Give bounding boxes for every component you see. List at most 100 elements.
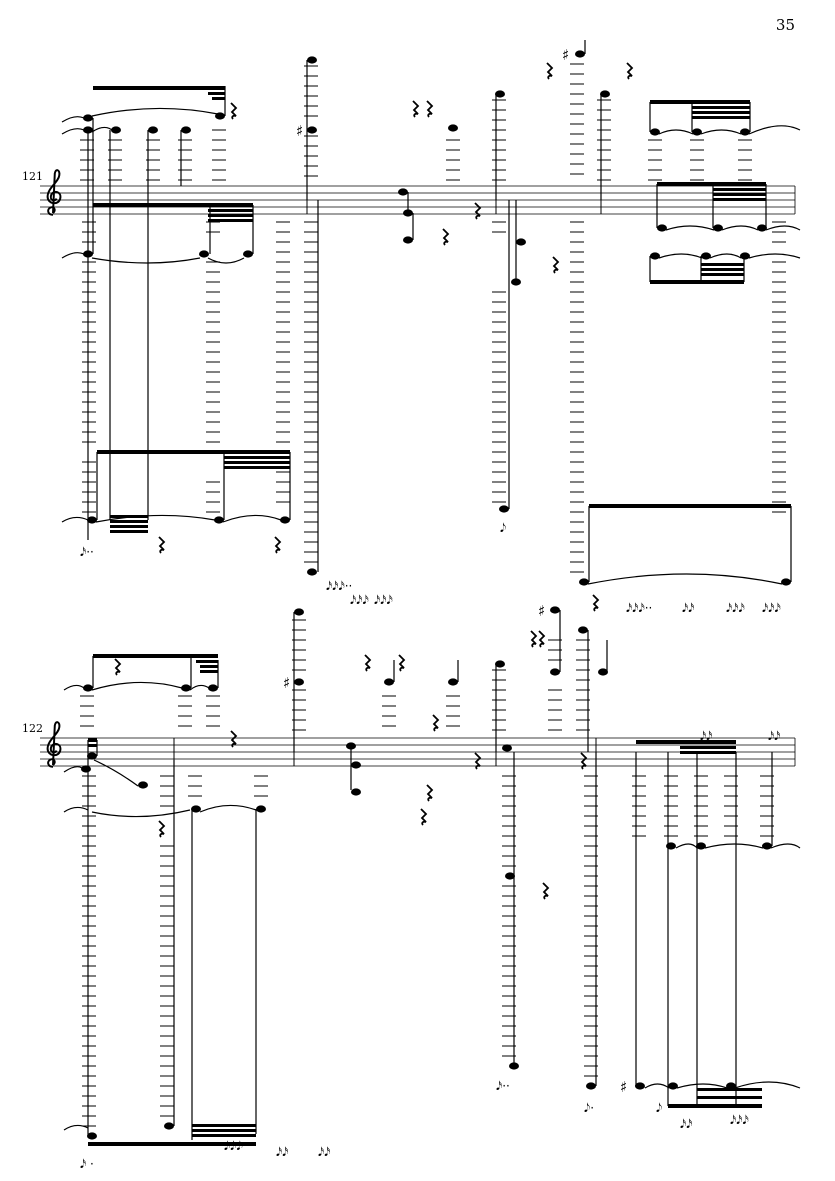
svg-text:𝅘𝅥𝅯𝅘𝅥𝅯𝅘𝅥𝅯: 𝅘𝅥𝅯𝅘𝅥𝅯𝅘𝅥𝅯 bbox=[730, 1113, 749, 1127]
svg-text:𝅘𝅥𝅮·: 𝅘𝅥𝅮· bbox=[584, 1101, 594, 1115]
note-head bbox=[600, 90, 610, 98]
treble-clef-icon bbox=[46, 721, 62, 768]
ledger-col-166 bbox=[160, 775, 174, 1117]
note-head bbox=[403, 236, 413, 244]
note-head bbox=[499, 505, 509, 513]
ledger-col-312 bbox=[304, 221, 318, 563]
note-head bbox=[713, 224, 723, 232]
treble-clef-icon bbox=[46, 169, 62, 216]
barlines bbox=[306, 186, 602, 214]
grace-group-left: 𝅘𝅥𝅯·· 𝅘𝅥𝅯𝅘𝅥𝅯𝅘𝅥𝅯·· 𝅘𝅥𝅯𝅘𝅥𝅯𝅘𝅥𝅯 𝅘𝅥𝅯𝅘𝅥𝅯𝅘𝅥𝅯 𝅘𝅥… bbox=[80, 521, 506, 607]
system-121: ♯ ♯ 𝅘𝅥𝅯·· 𝅘𝅥𝅯𝅘𝅥𝅯𝅘𝅥𝅯·· 𝅘𝅥𝅯𝅘𝅥𝅯𝅘𝅥𝅯 𝅘𝅥𝅯𝅘𝅥𝅯𝅘𝅥… bbox=[40, 40, 801, 607]
measure-number-122: 122 bbox=[22, 722, 43, 735]
note-head bbox=[740, 252, 750, 260]
beam bbox=[650, 100, 750, 104]
ledger-col-578 bbox=[570, 63, 584, 573]
note-head bbox=[575, 50, 585, 58]
note-head bbox=[398, 188, 408, 196]
staff-lines bbox=[40, 185, 796, 215]
ledger-col-780 bbox=[772, 221, 786, 513]
quarter-rest-icon bbox=[412, 100, 419, 118]
beam bbox=[657, 182, 766, 186]
svg-text:𝅘𝅥𝅯𝅘𝅥𝅯𝅘𝅥𝅯: 𝅘𝅥𝅯𝅘𝅥𝅯𝅘𝅥𝅯 bbox=[726, 601, 745, 615]
note-head bbox=[148, 126, 158, 134]
beam bbox=[589, 504, 791, 508]
note-head bbox=[87, 516, 97, 524]
beam bbox=[93, 86, 225, 90]
note-head bbox=[757, 224, 767, 232]
note-head bbox=[657, 224, 667, 232]
accidentals: ♯ ♯ ♯ bbox=[283, 602, 627, 1096]
ledger-col-214 bbox=[206, 221, 220, 513]
ledger-col-284 bbox=[276, 221, 290, 503]
quarter-rest-icon bbox=[442, 228, 449, 246]
ledger-col-500 bbox=[492, 99, 506, 503]
rests bbox=[158, 62, 633, 554]
staff-lines bbox=[40, 737, 796, 767]
stems bbox=[87, 610, 773, 1140]
note-head bbox=[692, 128, 702, 136]
note-head bbox=[516, 238, 526, 246]
quarter-rest-icon bbox=[426, 100, 433, 118]
grace-notes: 𝅘𝅥𝅮 bbox=[500, 521, 506, 535]
note-head bbox=[83, 114, 93, 122]
grace-notes: 𝅘𝅥𝅯𝅘𝅥𝅯𝅘𝅥𝅯 bbox=[374, 593, 393, 607]
stems-and-beams bbox=[87, 40, 792, 582]
svg-text:𝅘𝅥𝅯𝅘𝅥𝅯: 𝅘𝅥𝅯𝅘𝅥𝅯 bbox=[768, 729, 780, 743]
ledger-col-605 bbox=[597, 99, 611, 181]
svg-text:𝅘𝅥𝅯𝅘𝅥𝅯𝅘𝅥𝅯: 𝅘𝅥𝅯𝅘𝅥𝅯𝅘𝅥𝅯 bbox=[224, 1139, 243, 1153]
quarter-rest-icon bbox=[274, 536, 281, 554]
ledger-lines bbox=[80, 63, 786, 573]
svg-text:𝅘𝅥𝅯 ·: 𝅘𝅥𝅯 · bbox=[80, 1157, 94, 1171]
svg-text:𝅘𝅥𝅯𝅘𝅥𝅯: 𝅘𝅥𝅯𝅘𝅥𝅯 bbox=[682, 601, 694, 615]
system-122: ♯ ♯ ♯ 𝅘𝅥𝅯𝅘𝅥𝅯𝅘𝅥𝅯·· 𝅘𝅥𝅯𝅘𝅥𝅯 𝅘𝅥𝅯𝅘𝅥𝅯𝅘𝅥𝅯 𝅘𝅥𝅯𝅘𝅥… bbox=[40, 594, 801, 1171]
beam bbox=[97, 450, 290, 454]
note-head bbox=[214, 516, 224, 524]
ledger-col-88 bbox=[82, 221, 96, 513]
ties bbox=[61, 107, 801, 585]
note-head bbox=[448, 124, 458, 132]
svg-text:𝅘𝅥𝅯𝅘𝅥𝅯: 𝅘𝅥𝅯𝅘𝅥𝅯 bbox=[276, 1145, 288, 1159]
note-head bbox=[280, 516, 290, 524]
svg-text:𝅘𝅥𝅯𝅘𝅥𝅯: 𝅘𝅥𝅯𝅘𝅥𝅯 bbox=[700, 729, 712, 743]
quarter-rest-icon bbox=[474, 202, 481, 220]
note-head bbox=[701, 252, 711, 260]
quarter-rest-icon bbox=[552, 256, 559, 274]
sharp-icon: ♯ bbox=[562, 46, 569, 64]
quarter-rest-icon bbox=[158, 536, 165, 554]
grace-notes: 𝅘𝅥𝅯·· bbox=[80, 545, 94, 559]
note-head bbox=[579, 578, 589, 586]
barlines bbox=[173, 738, 597, 766]
ledger-col-88-up bbox=[80, 129, 460, 181]
measure-number-121: 121 bbox=[22, 170, 43, 183]
note-head bbox=[495, 90, 505, 98]
svg-text:♯: ♯ bbox=[538, 602, 545, 620]
note-head bbox=[650, 252, 660, 260]
ledger-col-655 bbox=[648, 139, 752, 181]
ledger-col-312-up bbox=[304, 65, 318, 177]
quarter-rest-icon bbox=[626, 62, 633, 80]
ledger-col-640 bbox=[632, 775, 774, 837]
svg-text:𝅘𝅥𝅯··: 𝅘𝅥𝅯·· bbox=[496, 1079, 510, 1093]
ledger-col-196 bbox=[188, 775, 268, 797]
quarter-rest-icon bbox=[546, 62, 553, 80]
svg-text:𝅘𝅥𝅯𝅘𝅥𝅯𝅘𝅥𝅯··: 𝅘𝅥𝅯𝅘𝅥𝅯𝅘𝅥𝅯·· bbox=[626, 601, 652, 615]
note-head bbox=[199, 250, 209, 258]
svg-text:𝅘𝅥𝅯𝅘𝅥𝅯: 𝅘𝅥𝅯𝅘𝅥𝅯 bbox=[680, 1117, 692, 1131]
note-head bbox=[243, 250, 253, 258]
svg-text:𝅘𝅥𝅯𝅘𝅥𝅯: 𝅘𝅥𝅯𝅘𝅥𝅯 bbox=[318, 1145, 330, 1159]
page-number: 35 bbox=[775, 16, 795, 34]
ties bbox=[63, 681, 801, 1131]
grace-notes: 𝅘𝅥𝅯𝅘𝅥𝅯𝅘𝅥𝅯·· bbox=[326, 579, 352, 593]
ledger-lines bbox=[80, 619, 590, 731]
beams bbox=[88, 654, 762, 1146]
grace-notes: 𝅘𝅥𝅯𝅘𝅥𝅯𝅘𝅥𝅯 bbox=[350, 593, 369, 607]
note-head bbox=[111, 126, 121, 134]
accidentals: ♯ ♯ bbox=[296, 46, 569, 140]
svg-text:𝅘𝅥𝅯𝅘𝅥𝅯𝅘𝅥𝅯: 𝅘𝅥𝅯𝅘𝅥𝅯𝅘𝅥𝅯 bbox=[762, 601, 781, 615]
note-head bbox=[740, 128, 750, 136]
grace-notes: 𝅘𝅥𝅯𝅘𝅥𝅯𝅘𝅥𝅯·· 𝅘𝅥𝅯𝅘𝅥𝅯 𝅘𝅥𝅯𝅘𝅥𝅯𝅘𝅥𝅯 𝅘𝅥𝅯𝅘𝅥𝅯𝅘𝅥𝅯 𝅘… bbox=[80, 601, 781, 1171]
ledger-lines-low bbox=[82, 775, 774, 1127]
note-head bbox=[181, 126, 191, 134]
